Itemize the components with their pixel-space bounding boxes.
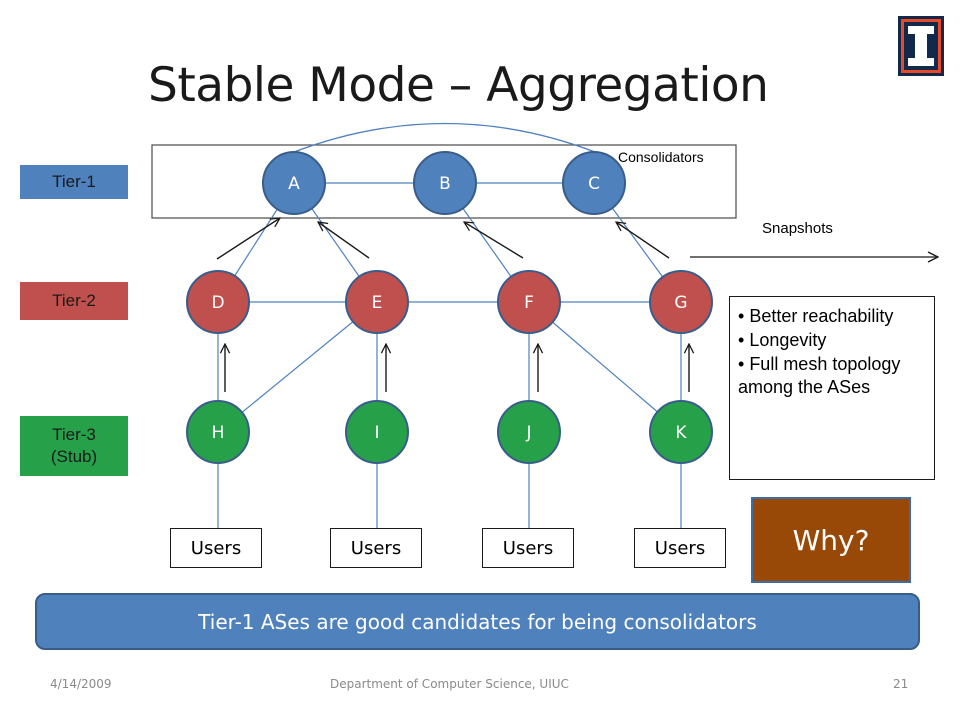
node-b: B bbox=[413, 151, 477, 215]
conclusion-banner: Tier-1 ASes are good candidates for bein… bbox=[35, 593, 920, 650]
footer-date: 4/14/2009 bbox=[50, 677, 112, 691]
node-c-label: C bbox=[588, 174, 600, 194]
illinois-logo-icon bbox=[898, 16, 944, 76]
tier-2-label: Tier-2 bbox=[20, 282, 128, 320]
why-box: Why? bbox=[751, 497, 911, 583]
tier-2-text: Tier-2 bbox=[52, 290, 96, 310]
slide-title: Stable Mode – Aggregation bbox=[148, 58, 769, 113]
node-g-label: G bbox=[674, 293, 687, 313]
tier-3-text: Tier-3 bbox=[52, 424, 96, 444]
benefits-list: Better reachability Longevity Full mesh … bbox=[738, 305, 928, 400]
tier-3-subtext: (Stub) bbox=[50, 447, 98, 466]
node-a-label: A bbox=[288, 174, 300, 194]
users-box: Users bbox=[170, 528, 262, 568]
arc-a-c bbox=[293, 122, 596, 153]
node-f-label: F bbox=[524, 293, 534, 313]
tier-1-text: Tier-1 bbox=[52, 171, 96, 191]
node-g: G bbox=[649, 270, 713, 334]
users-box: Users bbox=[634, 528, 726, 568]
node-d-label: D bbox=[211, 293, 224, 313]
node-i: I bbox=[345, 400, 409, 464]
snapshots-label: Snapshots bbox=[762, 220, 833, 237]
consolidators-label: Consolidators bbox=[618, 149, 704, 165]
aggregation-arrows bbox=[216, 218, 689, 392]
node-k-label: K bbox=[675, 423, 687, 443]
tier-3-label: Tier-3 (Stub) bbox=[20, 416, 128, 476]
node-h: H bbox=[186, 400, 250, 464]
node-e-label: E bbox=[372, 293, 383, 313]
node-b-label: B bbox=[439, 174, 451, 194]
benefits-box: Better reachability Longevity Full mesh … bbox=[729, 296, 935, 480]
consolidators-box bbox=[151, 144, 737, 219]
node-k: K bbox=[649, 400, 713, 464]
users-box: Users bbox=[330, 528, 422, 568]
benefit-item: Better reachability bbox=[738, 305, 928, 329]
node-h-label: H bbox=[212, 423, 225, 443]
node-j-label: J bbox=[525, 423, 531, 443]
benefit-item: Full mesh topology among the ASes bbox=[738, 353, 928, 401]
footer-department: Department of Computer Science, UIUC bbox=[330, 677, 569, 691]
page-number: 21 bbox=[893, 677, 909, 691]
node-c: C bbox=[562, 151, 626, 215]
tier-1-label: Tier-1 bbox=[20, 165, 128, 199]
node-j: J bbox=[497, 400, 561, 464]
benefit-item: Longevity bbox=[738, 329, 928, 353]
users-box: Users bbox=[482, 528, 574, 568]
node-i-label: I bbox=[374, 423, 379, 443]
links bbox=[217, 182, 682, 528]
node-f: F bbox=[497, 270, 561, 334]
node-e: E bbox=[345, 270, 409, 334]
node-a: A bbox=[262, 151, 326, 215]
node-d: D bbox=[186, 270, 250, 334]
